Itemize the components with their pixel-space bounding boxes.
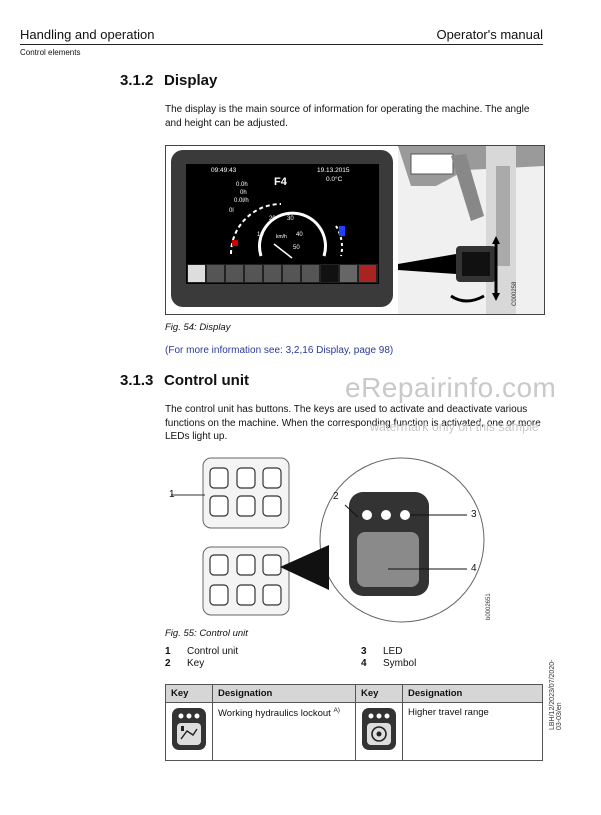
display-left-gauge-label: 0l	[229, 208, 234, 214]
control-unit-illustration	[171, 457, 485, 623]
display-readout-3: 0.0l/h	[234, 198, 249, 204]
display-readout-1: 0.0h	[236, 182, 248, 188]
section-control-heading: 3.1.3 Control unit	[120, 372, 249, 389]
figure-display: 09:49:43 19.13.2015 F4 0.0°C 0.0h 0h 0.0…	[165, 145, 545, 315]
section-number: 3.1.2	[120, 72, 154, 89]
legend-item-4: 4 Symbol	[361, 658, 416, 669]
fig55-caption: Fig. 55: Control unit	[165, 628, 248, 639]
legend-num: 3	[361, 646, 367, 657]
callout-1: 1	[169, 489, 175, 500]
display-gear: F4	[274, 176, 287, 188]
footnote-marker: A)	[333, 707, 340, 714]
designation-cell: Higher travel range	[402, 702, 543, 761]
key-table-header: Key	[355, 684, 403, 703]
watermark-sub: watermark only on this sample	[370, 420, 539, 434]
display-illustration	[171, 146, 544, 314]
speed-tick-30: 30	[287, 216, 294, 222]
callout-4: 4	[471, 563, 477, 574]
figure-control-unit: 1 2 3 4 b0002651	[165, 455, 505, 625]
display-readout-2: 0h	[240, 190, 247, 196]
watermark-main: eRepairinfo.com	[345, 372, 557, 403]
figure-control-code: b0002651	[486, 593, 492, 620]
legend-item-1: 1 Control unit	[165, 646, 238, 657]
display-time: 09:49:43	[211, 167, 237, 174]
callout-3: 3	[471, 509, 477, 520]
key-table-header: Key	[165, 684, 213, 703]
speed-tick-10: 10	[257, 232, 264, 238]
table-row: Working hydraulics lockout A) Higher tra…	[165, 702, 543, 761]
key-table-header-row: Key Designation Key Designation	[165, 684, 543, 703]
legend-num: 4	[361, 658, 367, 669]
key-table-header: Designation	[212, 684, 356, 703]
speed-tick-20: 20	[269, 216, 276, 222]
speed-unit: km/h	[276, 234, 287, 240]
legend-num: 1	[165, 646, 171, 657]
more-info-link[interactable]: (For more information see: 3,2,16 Displa…	[165, 345, 394, 356]
display-paragraph: The display is the main source of inform…	[165, 104, 530, 129]
designation-text: Working hydraulics lockout	[218, 708, 331, 720]
header-left: Handling and operation	[20, 27, 155, 42]
section-title: Control unit	[164, 372, 249, 389]
legend-text: Control unit	[187, 646, 239, 657]
callout-2: 2	[333, 491, 339, 502]
designation-cell: Working hydraulics lockout A)	[212, 702, 356, 761]
header-sub: Control elements	[20, 48, 81, 57]
section-display-heading: 3.1.2 Display	[120, 72, 217, 89]
control-paragraph: The control unit has buttons. The keys a…	[165, 404, 541, 442]
hydraulics-lockout-key-icon	[172, 708, 206, 750]
figure-display-code: C000258	[512, 281, 518, 306]
legend-item-2: 2 Key	[165, 658, 204, 669]
side-document-code: LBH/12/2023/07/2020-03-03/en	[549, 659, 563, 730]
legend-num: 2	[165, 658, 171, 669]
fig54-caption: Fig. 54: Display	[165, 322, 231, 333]
header-rule	[20, 44, 543, 45]
legend-item-3: 3 LED	[361, 646, 402, 657]
display-temp: 0.0°C	[326, 176, 343, 183]
key-cell	[165, 702, 213, 761]
travel-range-key-icon	[362, 708, 396, 750]
speed-tick-50: 50	[293, 245, 300, 251]
section-number: 3.1.3	[120, 372, 154, 389]
legend-text: LED	[383, 646, 403, 657]
legend-text: Key	[187, 658, 205, 669]
key-table: Key Designation Key Designation Working …	[165, 684, 543, 761]
speed-tick-40: 40	[296, 232, 303, 238]
header-right: Operator's manual	[436, 27, 543, 42]
legend-text: Symbol	[383, 658, 417, 669]
display-date: 19.13.2015	[317, 167, 350, 174]
section-title: Display	[164, 72, 218, 89]
key-cell	[355, 702, 403, 761]
key-table-header: Designation	[402, 684, 543, 703]
